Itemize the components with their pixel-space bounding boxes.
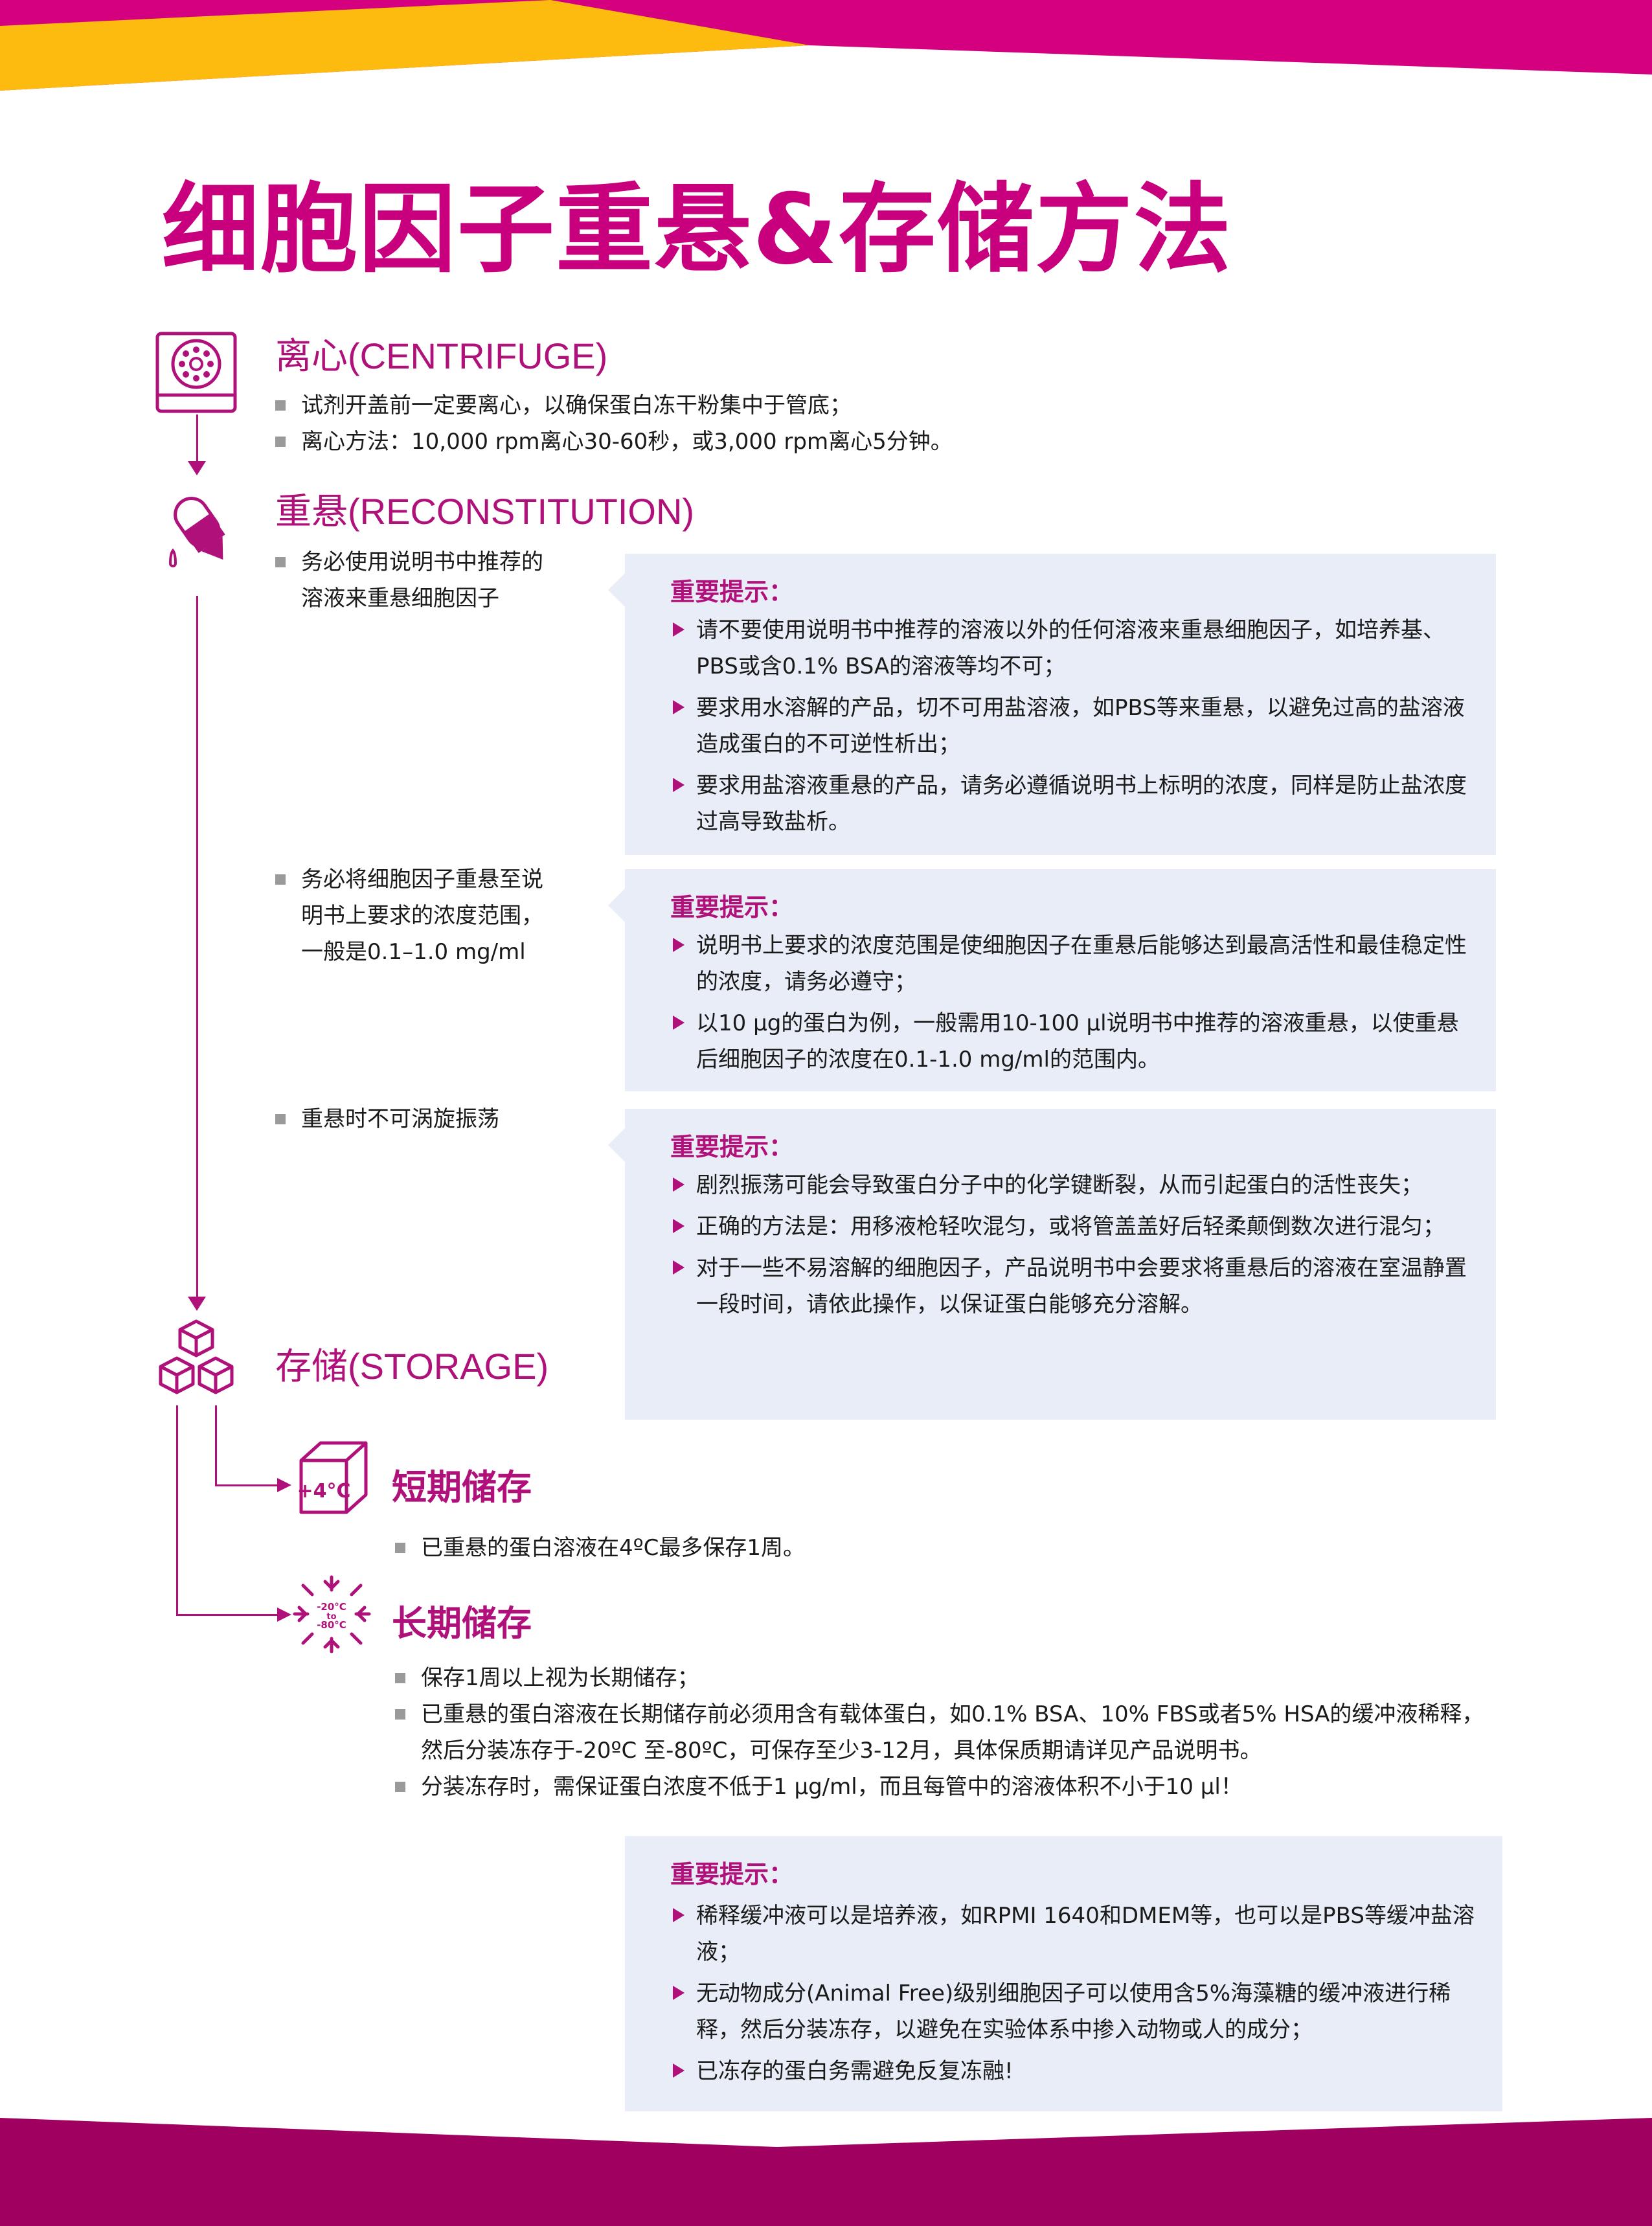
tip-list: 说明书上要求的浓度范围是使细胞因子在重悬后能够达到最高活性和最佳稳定性的浓度，请… — [670, 927, 1470, 1083]
tip-box-2: 重要提示： 说明书上要求的浓度范围是使细胞因子在重悬后能够达到最高活性和最佳稳定… — [608, 869, 1496, 1091]
storage-heading: 存储(STORAGE) — [275, 1346, 549, 1387]
box-temperature-icon: +4°C — [297, 1441, 368, 1514]
flow-arrow-icon — [188, 1297, 206, 1311]
branch-arrow-icon — [277, 1607, 291, 1622]
bottom-banner — [0, 2118, 1652, 2226]
branch-line — [215, 1405, 217, 1486]
tip-list: 稀释缓冲液可以是培养液，如RPMI 1640和DMEM等，也可以是PBS等缓冲盐… — [670, 1898, 1477, 2095]
tip-item: 请不要使用说明书中推荐的溶液以外的任何溶液来重悬细胞因子，如培养基、PBS或含0… — [670, 612, 1470, 685]
long-term-icon-label-bottom: -80°C — [317, 1619, 346, 1631]
cubes-icon — [159, 1319, 234, 1394]
short-term-heading: 短期储存 — [392, 1468, 532, 1507]
tip-box-1: 重要提示： 请不要使用说明书中推荐的溶液以外的任何溶液来重悬细胞因子，如培养基、… — [608, 554, 1496, 855]
short-term-icon-label: +4°C — [297, 1480, 350, 1503]
list-item: 分装冻存时，需保证蛋白浓度不低于1 μg/ml，而且每管中的溶液体积不小于10 … — [395, 1769, 1506, 1805]
tip-list: 剧烈振荡可能会导致蛋白分子中的化学键断裂，从而引起蛋白的活性丧失； 正确的方法是… — [670, 1167, 1470, 1328]
tip-title: 重要提示： — [670, 893, 794, 922]
branch-arrow-icon — [277, 1478, 291, 1492]
flow-line — [196, 415, 198, 466]
note-line: 重悬时不可涡旋振荡 — [301, 1106, 499, 1132]
branch-line — [176, 1405, 178, 1616]
reconstitution-note-2: 务必将细胞因子重悬至说 明书上要求的浓度范围， 一般是0.1–1.0 mg/ml — [275, 861, 638, 970]
tip-item: 要求用盐溶液重悬的产品，请务必遵循说明书上标明的浓度，同样是防止盐浓度过高导致盐… — [670, 767, 1470, 840]
note-line: 务必将细胞因子重悬至说 — [301, 867, 543, 892]
tip-box-3: 重要提示： 剧烈振荡可能会导致蛋白分子中的化学键断裂，从而引起蛋白的活性丧失； … — [608, 1109, 1496, 1420]
long-term-icon-label-top: -20°C — [317, 1601, 346, 1613]
tip-item: 说明书上要求的浓度范围是使细胞因子在重悬后能够达到最高活性和最佳稳定性的浓度，请… — [670, 927, 1470, 1000]
flow-arrow-icon — [188, 461, 206, 475]
tip-item: 对于一些不易溶解的细胞因子，产品说明书中会要求将重悬后的溶液在室温静置一段时间，… — [670, 1250, 1470, 1323]
long-term-icon-label-mid: to — [326, 1612, 336, 1622]
top-banner — [0, 0, 1652, 91]
note-line: 务必使用说明书中推荐的 — [301, 549, 543, 575]
flow-line — [196, 596, 198, 1302]
pipette-icon — [168, 497, 225, 567]
reconstitution-note-1: 务必使用说明书中推荐的 溶液来重悬细胞因子 — [275, 544, 638, 617]
branch-line — [215, 1484, 280, 1486]
list-item: 离心方法：10,000 rpm离心30-60秒，或3,000 rpm离心5分钟。 — [275, 424, 1506, 460]
centrifuge-icon — [155, 332, 237, 413]
tip-title: 重要提示： — [670, 1860, 794, 1889]
branch-line — [176, 1614, 280, 1616]
centrifuge-bullets: 试剂开盖前一定要离心，以确保蛋白冻干粉集中于管底； 离心方法：10,000 rp… — [275, 387, 1506, 460]
list-item: 已重悬的蛋白溶液在长期储存前必须用含有载体蛋白，如0.1% BSA、10% FB… — [395, 1696, 1506, 1769]
page-title: 细胞因子重悬&存储方法 — [162, 174, 1232, 286]
tip-item: 稀释缓冲液可以是培养液，如RPMI 1640和DMEM等，也可以是PBS等缓冲盐… — [670, 1898, 1477, 1970]
note-line: 明书上要求的浓度范围， — [301, 903, 543, 929]
tip-item: 无动物成分(Animal Free)级别细胞因子可以使用含5%海藻糖的缓冲液进行… — [670, 1975, 1477, 2048]
reconstitution-heading: 重悬(RECONSTITUTION) — [275, 491, 695, 532]
note-line: 一般是0.1–1.0 mg/ml — [301, 939, 526, 965]
list-item: 试剂开盖前一定要离心，以确保蛋白冻干粉集中于管底； — [275, 387, 1506, 424]
tip-box-4: 重要提示： 稀释缓冲液可以是培养液，如RPMI 1640和DMEM等，也可以是P… — [625, 1836, 1502, 2111]
long-term-heading: 长期储存 — [392, 1604, 532, 1643]
tip-item: 正确的方法是：用移液枪轻吹混匀，或将管盖盖好后轻柔颠倒数次进行混匀； — [670, 1209, 1470, 1245]
tip-item: 要求用水溶解的产品，切不可用盐溶液，如PBS等来重悬，以避免过高的盐溶液造成蛋白… — [670, 690, 1470, 762]
tip-title: 重要提示： — [670, 578, 794, 606]
long-term-bullets: 保存1周以上视为长期储存； 已重悬的蛋白溶液在长期储存前必须用含有载体蛋白，如0… — [395, 1660, 1506, 1805]
reconstitution-note-3: 重悬时不可涡旋振荡 — [275, 1101, 638, 1137]
list-item: 已重悬的蛋白溶液在4ºC最多保存1周。 — [395, 1530, 1496, 1566]
tip-item: 以10 μg的蛋白为例，一般需用10-100 μl说明书中推荐的溶液重悬，以使重… — [670, 1005, 1470, 1078]
note-line: 溶液来重悬细胞因子 — [301, 585, 499, 611]
short-term-bullets: 已重悬的蛋白溶液在4ºC最多保存1周。 — [395, 1530, 1496, 1566]
tip-title: 重要提示： — [670, 1133, 794, 1161]
tip-item: 已冻存的蛋白务需避免反复冻融! — [670, 2053, 1477, 2089]
list-item: 保存1周以上视为长期储存； — [395, 1660, 1506, 1696]
tip-item: 剧烈振荡可能会导致蛋白分子中的化学键断裂，从而引起蛋白的活性丧失； — [670, 1167, 1470, 1203]
tip-list: 请不要使用说明书中推荐的溶液以外的任何溶液来重悬细胞因子，如培养基、PBS或含0… — [670, 612, 1470, 845]
snowflake-icon: -20°C to -80°C — [293, 1575, 371, 1653]
centrifuge-heading: 离心(CENTRIFUGE) — [275, 335, 608, 376]
